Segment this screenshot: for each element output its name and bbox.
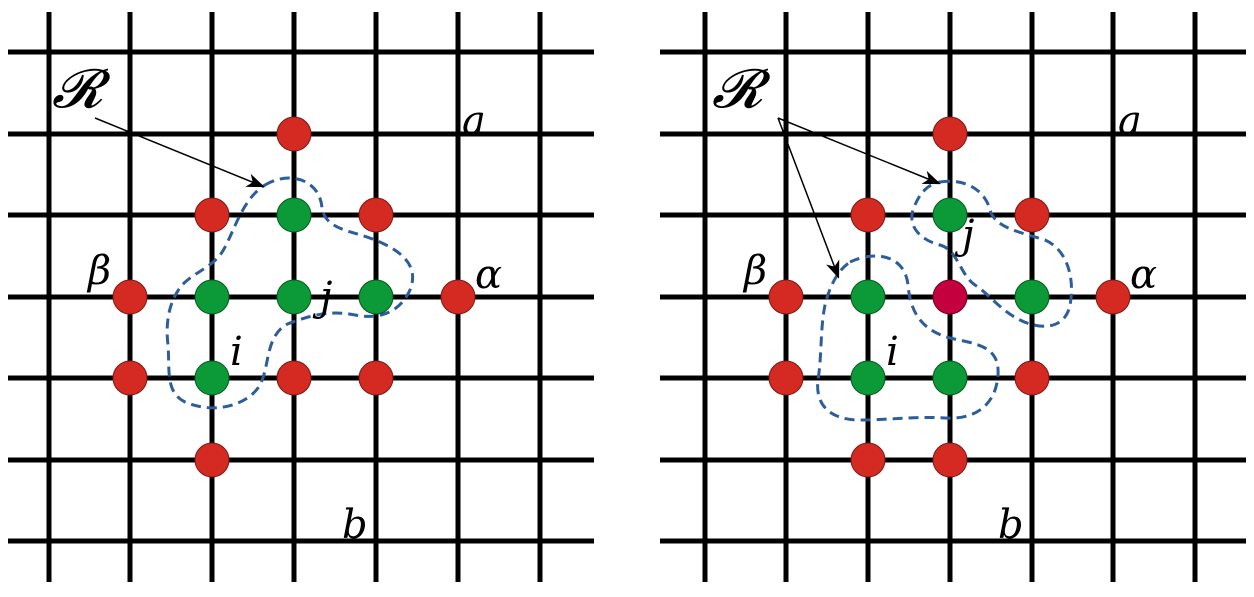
left-region-arrow (94, 117, 265, 188)
left-label-b: b (342, 502, 368, 548)
right-label-i: i (886, 329, 899, 375)
boundary-site (768, 360, 804, 396)
right-label-b: b (998, 502, 1024, 548)
right-label-beta: β (742, 248, 767, 294)
left-label-alpha: α (475, 252, 502, 298)
left-region-sites (194, 197, 394, 396)
region-site (1014, 279, 1050, 315)
right-label-alpha: α (1130, 252, 1157, 298)
region-site (850, 279, 886, 315)
right-region-outline-upper (910, 179, 1074, 328)
region-site (276, 279, 312, 315)
boundary-site (112, 360, 148, 396)
boundary-site (112, 279, 148, 315)
region-site (358, 279, 394, 315)
right-removed-site (932, 279, 968, 315)
boundary-site (194, 442, 230, 478)
right-label-a: a (1118, 98, 1142, 144)
boundary-site (850, 442, 886, 478)
left-region-outline (165, 176, 414, 410)
right-boundary-sites (768, 116, 1131, 478)
boundary-site (276, 360, 312, 396)
region-site (932, 360, 968, 396)
left-region-label: 𝓡 (52, 57, 111, 120)
boundary-site (358, 197, 394, 233)
region-site (194, 360, 230, 396)
right-panel: 𝓡 a b α β i j (660, 12, 1246, 582)
boundary-site (276, 116, 312, 152)
boundary-site (358, 360, 394, 396)
boundary-site (194, 197, 230, 233)
right-region-arrow-lower (777, 117, 840, 279)
boundary-site (1014, 197, 1050, 233)
boundary-site (850, 197, 886, 233)
region-site (194, 279, 230, 315)
right-region-arrow-upper (777, 117, 941, 185)
left-panel: 𝓡 a b α β i j (8, 12, 594, 582)
boundary-site (932, 116, 968, 152)
boundary-site (932, 442, 968, 478)
region-site (932, 197, 968, 233)
left-label-i: i (230, 329, 243, 375)
region-site (276, 197, 312, 233)
right-region-sites (850, 197, 1050, 396)
boundary-site (1095, 279, 1131, 315)
left-boundary-sites (112, 116, 476, 478)
left-label-a: a (462, 98, 486, 144)
boundary-site (1014, 360, 1050, 396)
left-label-beta: β (86, 248, 111, 294)
right-region-label: 𝓡 (712, 57, 771, 120)
boundary-site (440, 279, 476, 315)
right-region-outline-lower (816, 254, 1000, 422)
boundary-site (768, 279, 804, 315)
region-site (850, 360, 886, 396)
